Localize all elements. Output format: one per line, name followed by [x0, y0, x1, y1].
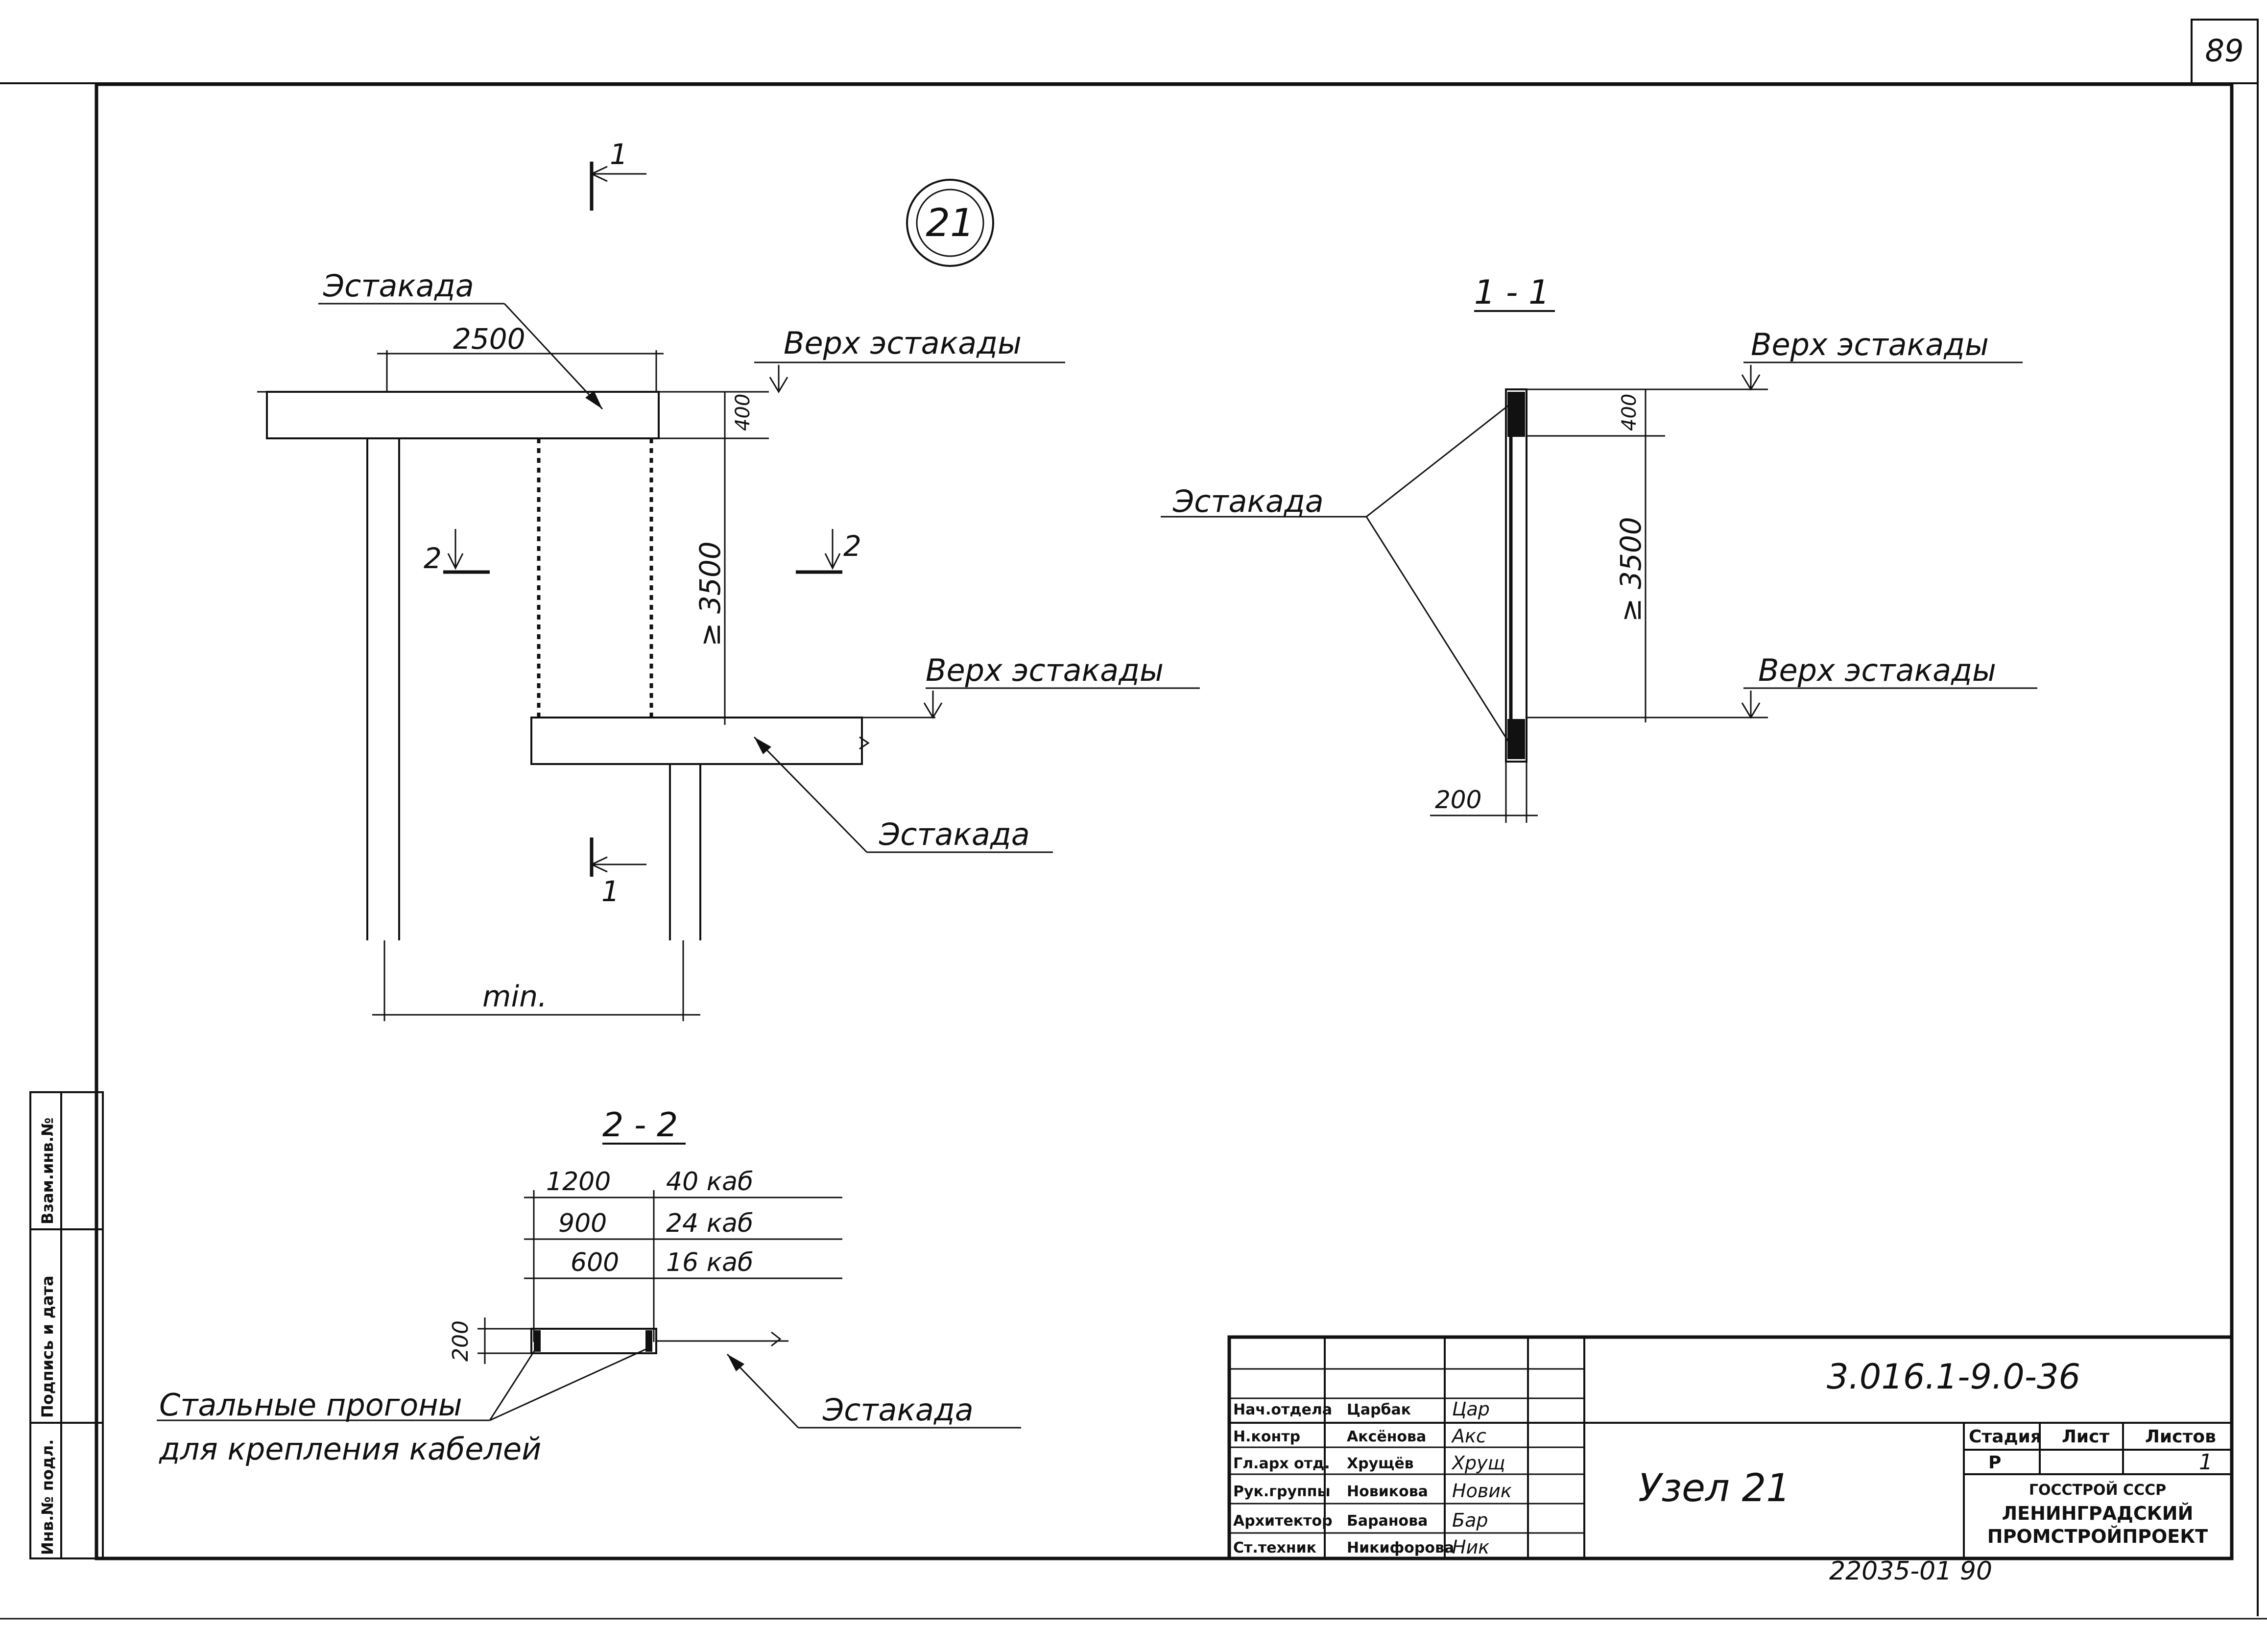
- tb-org-line1: ГОССТРОЙ СССР: [2029, 1481, 2166, 1499]
- section-2-2-row-width: 900: [558, 1209, 607, 1238]
- tb-doc-code: 3.016.1-9.0-36: [1827, 1357, 2080, 1397]
- plan-view: 2500 400 ≥ 3500 Верх эстакады Верх эстак…: [257, 138, 1200, 1021]
- tb-name: Аксёнова: [1347, 1428, 1426, 1445]
- side-stamp-original-inv: Инв.№ подл.: [38, 1439, 57, 1555]
- plan-label-trestle-top: Эстакада: [323, 268, 474, 304]
- section-2-2-steel-label-1: Стальные прогоны: [159, 1387, 462, 1423]
- tb-name: Баранова: [1347, 1512, 1428, 1530]
- sheet-number: 89: [2205, 33, 2244, 69]
- plan-cut-bottom: 1: [601, 875, 620, 908]
- tb-sheet-header: Лист: [2062, 1427, 2109, 1447]
- side-stamp-replace-inv: Взам.инв.№: [38, 1118, 57, 1224]
- title-block: Нач.отдела Н.контр Гл.арх отд. Рук.групп…: [1227, 1335, 2234, 1560]
- side-stamp: Взам.инв.№ Подпись и дата Инв.№ подл.: [29, 1091, 104, 1559]
- section-1-1-dim-depth: 400: [1618, 394, 1641, 431]
- tb-sheet-title: Узел 21: [1638, 1466, 1790, 1510]
- tb-role: Н.контр: [1233, 1428, 1300, 1445]
- section-2-2: 2 - 2 1200 40 каб 900 24 каб 600 16 каб …: [157, 1106, 1021, 1467]
- section-1-1-level-bottom: Верх эстакады: [1758, 652, 1996, 688]
- section-1-1-level-top: Верх эстакады: [1751, 327, 1989, 362]
- section-2-2-row-width: 600: [571, 1248, 619, 1277]
- tb-signature: Цар: [1452, 1398, 1490, 1420]
- section-2-2-steel-label-2: для крепления кабелей: [159, 1431, 541, 1467]
- tb-stage-value: Р: [1988, 1453, 2001, 1473]
- tb-name: Никифорова: [1347, 1539, 1454, 1556]
- tb-name: Царбак: [1347, 1401, 1411, 1418]
- plan-cut-top: 1: [610, 138, 628, 171]
- plan-dim-depth: 400: [732, 394, 754, 431]
- section-1-1-title: 1 - 1: [1474, 273, 1550, 312]
- plan-level-bottom: Верх эстакады: [926, 652, 1164, 688]
- tb-signature: Новик: [1452, 1480, 1512, 1502]
- section-2-2-dim-height: 200: [448, 1320, 473, 1362]
- section-1-1-dim-height: ≥ 3500: [1614, 517, 1647, 622]
- section-2-2-title: 2 - 2: [602, 1106, 678, 1145]
- archive-number: 22035-01 90: [1829, 1556, 1992, 1586]
- tb-signature: Ник: [1452, 1536, 1489, 1558]
- section-1-1-label-trestle: Эстакада: [1172, 483, 1324, 519]
- plan-dim-width: 2500: [453, 322, 525, 356]
- tb-role: Ст.техник: [1233, 1539, 1316, 1556]
- tb-sheets-value: 1: [2199, 1450, 2213, 1475]
- plan-label-trestle-bottom: Эстакада: [879, 816, 1030, 852]
- node-mark: 21: [906, 179, 994, 267]
- tb-org-line3: ПРОМСТРОЙПРОЕКТ: [1987, 1526, 2208, 1547]
- tb-org-line2: ЛЕНИНГРАДСКИЙ: [2002, 1503, 2194, 1524]
- tb-name: Хрущёв: [1347, 1455, 1414, 1472]
- plan-level-top: Верх эстакады: [784, 325, 1022, 361]
- section-1-1: 1 - 1 400 ≥ 3500 Верх эстакады Верх эста…: [1161, 273, 2037, 823]
- tb-role: Рук.группы: [1233, 1483, 1331, 1500]
- plan-dim-height: ≥ 3500: [693, 541, 727, 646]
- section-2-2-row-width: 1200: [546, 1167, 611, 1197]
- plan-cut-right: 2: [843, 529, 861, 563]
- section-1-1-dim-width: 200: [1435, 786, 1481, 814]
- section-2-2-row-cables: 40 каб: [666, 1167, 753, 1197]
- section-2-2-row-cables: 16 каб: [666, 1248, 753, 1277]
- section-2-2-label-trestle: Эстакада: [822, 1392, 974, 1428]
- plan-cut-left: 2: [424, 542, 442, 575]
- tb-stage-header: Стадия: [1969, 1427, 2042, 1447]
- side-stamp-signature-date: Подпись и дата: [38, 1275, 57, 1418]
- tb-signature: Хрущ: [1451, 1452, 1505, 1474]
- node-number: 21: [926, 201, 974, 245]
- tb-signature: Акс: [1451, 1425, 1486, 1447]
- tb-role: Гл.арх отд.: [1233, 1455, 1330, 1472]
- tb-name: Новикова: [1347, 1483, 1428, 1500]
- section-2-2-row-cables: 24 каб: [666, 1209, 753, 1238]
- tb-sheets-header: Листов: [2145, 1427, 2216, 1447]
- tb-role: Архитектор: [1233, 1512, 1333, 1530]
- sheet-frame: [0, 20, 2267, 1620]
- sheet-number-box: 89: [2191, 19, 2259, 84]
- tb-role: Нач.отдела: [1233, 1401, 1332, 1418]
- tb-signature: Бар: [1452, 1509, 1488, 1531]
- plan-dim-min: min.: [482, 980, 547, 1014]
